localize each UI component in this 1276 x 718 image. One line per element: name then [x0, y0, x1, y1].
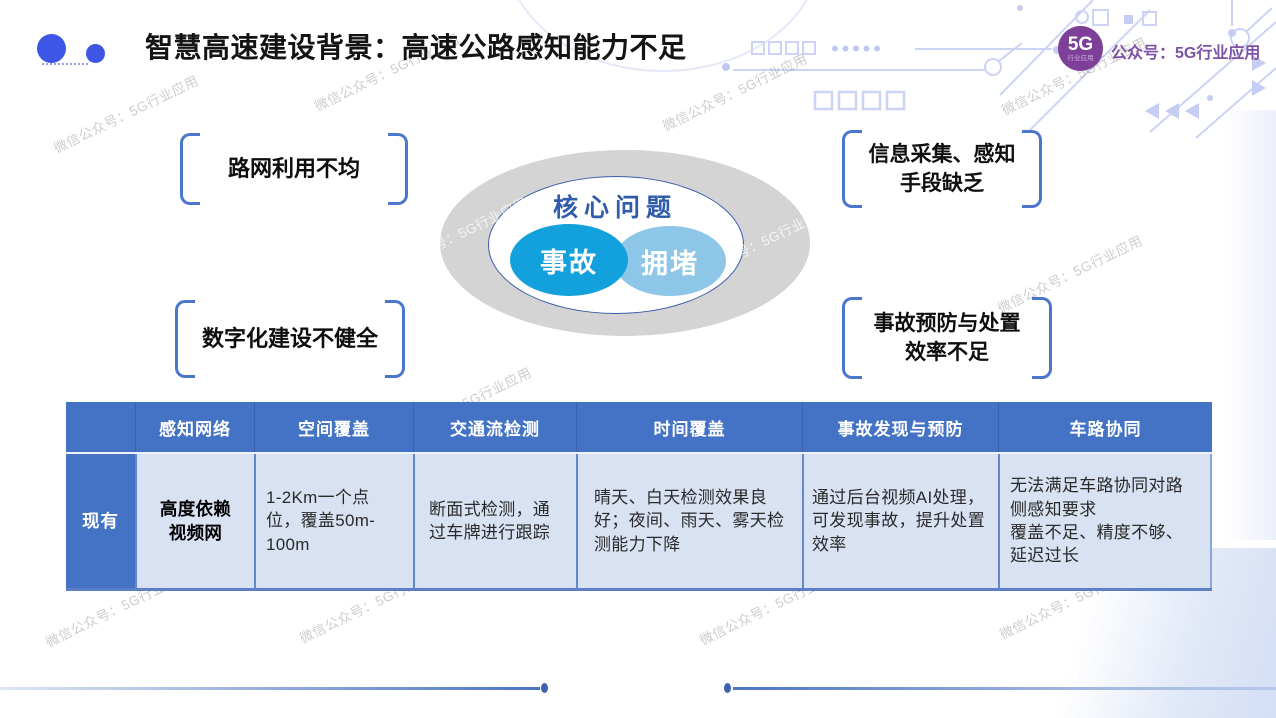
accident-label: 事故 — [540, 247, 598, 278]
cell-accident-detection: 通过后台视频AI处理，可发现事故，提升处置效率 — [802, 454, 998, 588]
divider-dot-right — [724, 683, 731, 693]
title-accent-dot-small — [86, 44, 105, 63]
cell-text: 1-2Km一个点位，覆盖50m-100m — [266, 487, 376, 554]
bracket-right — [388, 133, 408, 205]
header-cell-vehicle-road-coordination: 车路协同 — [998, 402, 1212, 452]
5g-logo-badge: 5G 行业应用 — [1058, 26, 1103, 71]
cell-text: 高度依赖 — [159, 498, 232, 519]
divider-line-left — [0, 687, 540, 690]
header-cell-blank — [66, 402, 135, 452]
title-dotted-line — [42, 63, 88, 65]
bracket-left — [180, 133, 200, 205]
problem-label: 信息采集、感知 — [868, 142, 1016, 166]
problem-box-road-network: 路网利用不均 — [180, 133, 408, 205]
table-row: 现有 高度依赖 视频网 1-2Km一个点位，覆盖50m-100m 断面式检测，通… — [66, 452, 1212, 588]
row-label-cell: 现有 — [66, 454, 135, 588]
problem-label: 数字化建设不健全 — [201, 325, 378, 351]
problem-label: 效率不足 — [905, 341, 989, 364]
bracket-left — [842, 297, 862, 379]
header-cell-time-coverage: 时间覆盖 — [576, 402, 802, 452]
squares-dots-decoration — [722, 41, 1052, 111]
bracket-right — [385, 300, 405, 378]
table-header-row: 感知网络 空间覆盖 交通流检测 时间覆盖 事故发现与预防 车路协同 — [66, 402, 1212, 452]
cell-sensing-network: 高度依赖 视频网 — [135, 454, 254, 588]
cell-text: 断面式检测，通过车牌进行跟踪 — [429, 499, 551, 542]
title-accent-dot-large — [37, 34, 66, 63]
cell-text: 覆盖不足、精度不够、延迟过长 — [1010, 523, 1183, 566]
logo-badge-label: 5G — [1067, 33, 1094, 55]
problem-box-digitalization: 数字化建设不健全 — [175, 300, 405, 378]
bracket-right — [1032, 297, 1052, 379]
right-edge-gradient — [1224, 110, 1276, 540]
cell-text: 无法满足车路协同对路侧感知要求 — [1010, 476, 1183, 519]
problem-label: 事故预防与处置 — [873, 311, 1021, 335]
page-title: 智慧高速建设背景：高速公路感知能力不足 — [145, 32, 687, 63]
account-name: 公众号：5G行业应用 — [1111, 45, 1261, 62]
cell-text: 通过后台视频AI处理，可发现事故，提升处置效率 — [812, 487, 985, 554]
logo-badge-sublabel: 行业应用 — [1067, 54, 1094, 62]
comparison-table: 感知网络 空间覆盖 交通流检测 时间覆盖 事故发现与预防 车路协同 现有 高度依… — [66, 402, 1212, 591]
cell-vehicle-road-coordination: 无法满足车路协同对路侧感知要求 覆盖不足、精度不够、延迟过长 — [998, 454, 1212, 588]
header-cell-spatial-coverage: 空间覆盖 — [254, 402, 413, 452]
problem-label: 路网利用不均 — [227, 155, 360, 181]
header-cell-sensing-network: 感知网络 — [135, 402, 254, 452]
accident-ellipse: 事故 — [510, 224, 628, 296]
divider-dot-left — [541, 683, 548, 693]
problem-label: 手段缺乏 — [900, 172, 984, 195]
cell-text: 视频网 — [168, 523, 223, 543]
divider-line-right — [733, 687, 1276, 690]
bracket-left — [175, 300, 195, 378]
network-pattern-decoration — [1000, 0, 1276, 139]
congestion-ellipse: 拥堵 — [614, 226, 726, 296]
cell-time-coverage: 晴天、白天检测效果良好；夜间、雨天、雾天检测能力下降 — [576, 454, 802, 588]
problem-box-accident-prevention: 事故预防与处置 效率不足 — [842, 297, 1052, 379]
cell-text: 晴天、白天检测效果良好；夜间、雨天、雾天检测能力下降 — [594, 487, 785, 554]
bracket-left — [842, 130, 862, 208]
bracket-right — [1022, 130, 1042, 208]
header-cell-accident-detection: 事故发现与预防 — [802, 402, 998, 452]
watermark: 微信公众号：5G行业应用 — [51, 72, 201, 157]
core-problem-title: 核心问题 — [552, 194, 677, 222]
header-cell-traffic-flow-detection: 交通流检测 — [413, 402, 576, 452]
congestion-label: 拥堵 — [641, 248, 699, 279]
cell-spatial-coverage: 1-2Km一个点位，覆盖50m-100m — [254, 454, 413, 588]
cell-traffic-flow-detection: 断面式检测，通过车牌进行跟踪 — [413, 454, 576, 588]
problem-box-information-collection: 信息采集、感知 手段缺乏 — [842, 130, 1042, 208]
